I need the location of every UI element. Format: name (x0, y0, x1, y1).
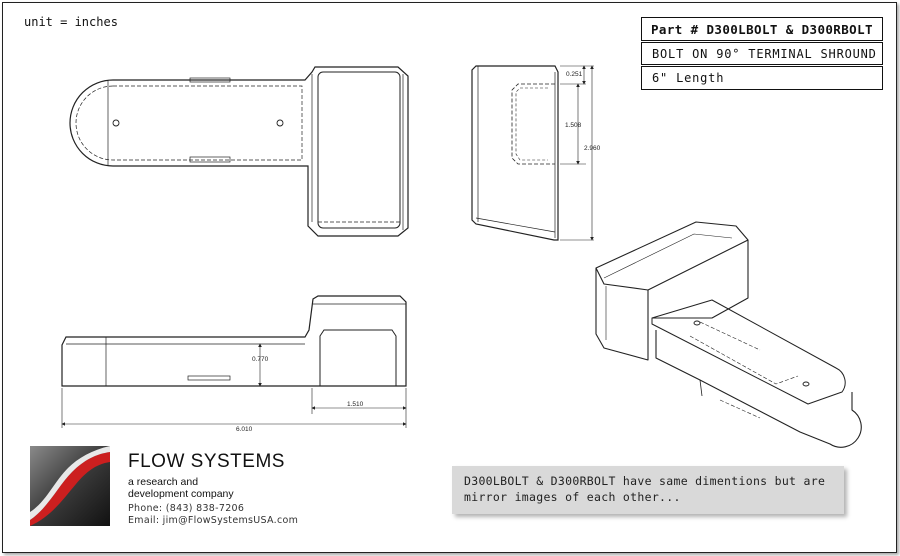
iso-box-top (595, 221, 749, 291)
company-email: Email: jim@FlowSystemsUSA.com (128, 515, 299, 526)
iso-bolt-hole (693, 320, 701, 326)
dim-overall-length: 6.010 (236, 426, 253, 433)
length-box: 6" Length (641, 66, 883, 90)
dim-base-height: 0.770 (252, 356, 269, 363)
dim-opening-height: 1.508 (565, 122, 582, 129)
company-name: FLOW SYSTEMS (128, 451, 285, 472)
top-view-inner (75, 85, 303, 161)
side-view (471, 65, 559, 241)
dim-overall-height: 2.960 (584, 145, 601, 152)
bolt-hole (112, 119, 120, 127)
front-view (61, 295, 407, 387)
units-label: unit = inches (24, 15, 118, 29)
isometric-view (595, 221, 862, 448)
company-contact: Phone: (843) 838-7206 Email: jim@FlowSys… (128, 503, 298, 527)
top-view-box (317, 71, 401, 229)
part-number-box: Part # D300LBOLT & D300RBOLT (641, 17, 883, 41)
iso-bolt-hole (802, 381, 810, 387)
iso-arm-top (651, 299, 846, 405)
front-view-opening (319, 329, 397, 386)
side-view-outline (471, 65, 559, 241)
dim-end-width: 1.510 (347, 401, 364, 408)
company-phone: Phone: (843) 838-7206 (128, 503, 245, 514)
company-info: FLOW SYSTEMS a research and development … (128, 451, 298, 527)
side-view-opening (511, 83, 555, 165)
company-tagline: a research and development company (128, 476, 234, 500)
front-view-outline (61, 295, 407, 387)
top-view (69, 66, 409, 237)
front-view-dimensions (61, 343, 407, 428)
dim-top-flange: 0.251 (566, 71, 583, 78)
iso-box-side (652, 240, 749, 319)
side-view-dimensions (560, 65, 594, 241)
flow-systems-logo (30, 446, 110, 526)
description-box: BOLT ON 90° TERMINAL SHROUND (641, 42, 883, 65)
iso-arm-front (655, 330, 862, 448)
iso-box-front (595, 268, 649, 361)
top-view-outline (69, 66, 409, 237)
bolt-hole (276, 119, 284, 127)
mirror-note: D300LBOLT & D300RBOLT have same dimentio… (452, 466, 844, 514)
